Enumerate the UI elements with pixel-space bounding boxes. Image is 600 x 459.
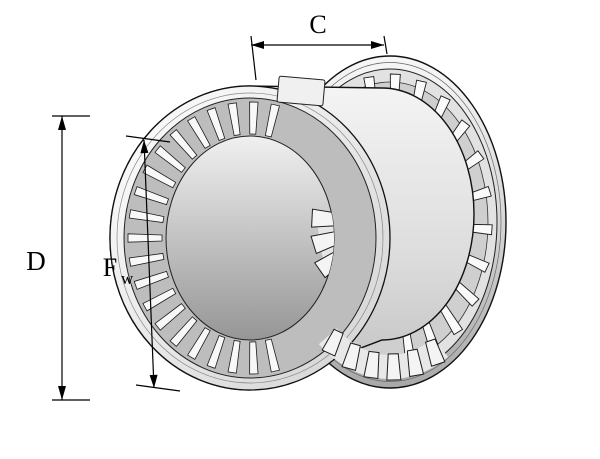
- needle-roller: [227, 102, 241, 137]
- cage-slot: [386, 353, 402, 381]
- needle-roller: [206, 107, 226, 141]
- extension-line: [125, 135, 171, 143]
- dimension-d: D: [26, 115, 90, 401]
- bore-cage-band: [317, 213, 334, 319]
- dim-arrow-right: [371, 41, 384, 49]
- needle-roller: [187, 327, 211, 360]
- dimension-fw: F w: [103, 135, 181, 392]
- cage-slot: [321, 328, 344, 357]
- needle-roller: [169, 316, 198, 348]
- bottom-cage-slot-set: [321, 328, 446, 381]
- cage-lug: [276, 75, 326, 107]
- needle-roller: [154, 303, 186, 331]
- bore: [165, 135, 335, 341]
- dim-arrow-up: [140, 140, 149, 154]
- needle-roller: [227, 339, 241, 374]
- needle-roller: [187, 116, 211, 149]
- needle-roller: [133, 270, 170, 290]
- needle-roller: [249, 341, 259, 375]
- cage-slot: [363, 350, 380, 380]
- cage-slot: [311, 208, 334, 228]
- dimension-c: C: [250, 10, 388, 81]
- needle-roller: [128, 253, 165, 267]
- dim-arrow-down: [58, 386, 66, 400]
- dim-label-d: D: [26, 246, 46, 276]
- dim-arrow-up: [58, 116, 66, 130]
- dim-fw-line: [143, 139, 155, 389]
- front-ring: [109, 75, 391, 391]
- extension-line: [383, 35, 388, 55]
- needle-roller: [264, 338, 280, 373]
- extension-line: [250, 35, 257, 81]
- needle-roller: [133, 186, 170, 206]
- needle-roller: [127, 233, 163, 243]
- dim-label-fw-sub: w: [121, 269, 134, 288]
- needle-roller: [206, 335, 226, 369]
- cage-slot: [406, 348, 425, 378]
- needle-roller: [264, 103, 280, 138]
- dim-label-fw-main: F: [103, 253, 117, 282]
- needle-roller: [154, 145, 186, 173]
- dim-arrow-left: [251, 41, 264, 49]
- bottom-cage: [318, 328, 449, 381]
- cage-slot: [341, 342, 361, 372]
- needle-roller: [169, 128, 198, 160]
- extension-line: [135, 384, 181, 392]
- ring-face-detail: [116, 92, 384, 384]
- bottom-cage-band: [318, 328, 449, 380]
- cage-slot: [424, 338, 446, 367]
- needle-roller: [249, 101, 259, 135]
- cage-slot: [310, 229, 334, 255]
- dim-label-c: C: [309, 10, 326, 39]
- needle-roller: [142, 164, 177, 189]
- dim-arrow-down: [149, 374, 158, 388]
